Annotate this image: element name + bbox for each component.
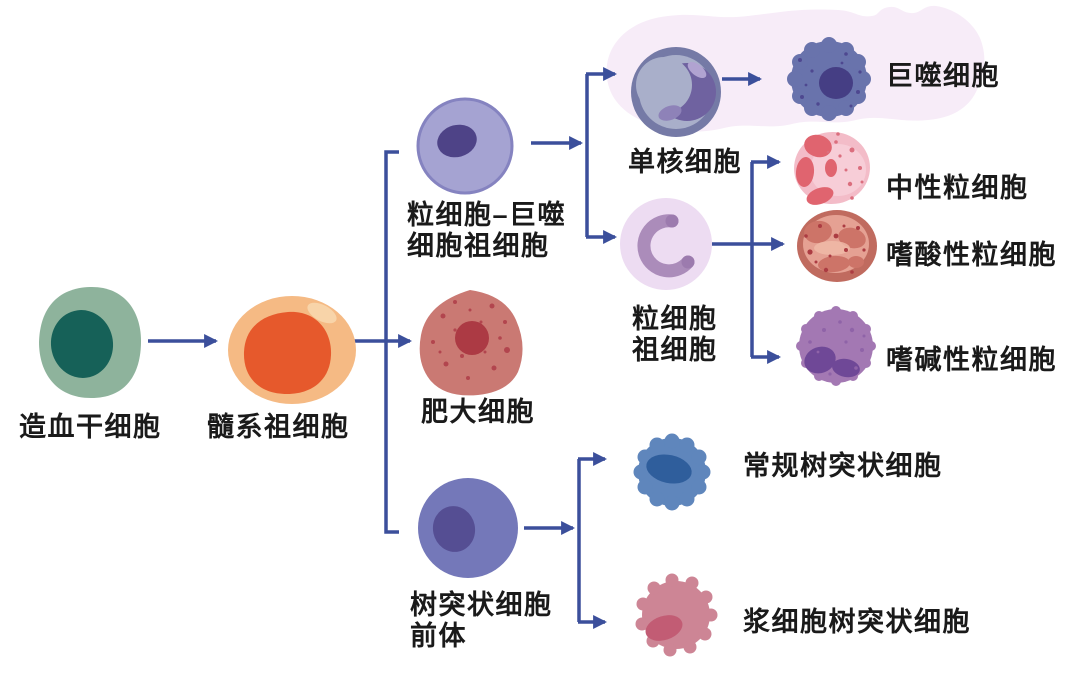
monocyte-cell bbox=[631, 47, 721, 137]
granprog-nucleus-cap-bottom bbox=[681, 255, 695, 269]
dc-precursor-nucleus bbox=[432, 506, 476, 552]
mast-cell-label: 肥大细胞 bbox=[421, 397, 535, 427]
gmp-cell bbox=[416, 97, 514, 195]
gmp-label: 粒细胞–巨噬 细胞祖细胞 bbox=[407, 200, 566, 262]
conventional-dc-cell bbox=[633, 433, 711, 511]
hsc-nucleus bbox=[50, 310, 114, 378]
myeloid-progenitor-cell bbox=[228, 296, 356, 404]
macrophage-cell bbox=[787, 37, 871, 121]
macrophage-body bbox=[787, 37, 871, 121]
eosinophil-label: 嗜酸性粒细胞 bbox=[886, 240, 1057, 270]
granulocyte-progenitor-label-line2: 祖细胞 bbox=[632, 335, 718, 365]
dc-precursor-label-line2: 前体 bbox=[410, 621, 467, 651]
plasmacytoid-dc-cell bbox=[635, 573, 718, 657]
myeloid-highlight bbox=[307, 302, 337, 324]
granprog-nucleus-cap-top bbox=[665, 214, 679, 228]
eosinophil-cell bbox=[797, 210, 877, 282]
eosinophil-patches bbox=[804, 220, 866, 273]
eosinophil-granules bbox=[804, 224, 866, 274]
neutrophil-granules bbox=[826, 132, 864, 200]
neutrophil-label: 中性粒细胞 bbox=[886, 173, 1029, 203]
monocyte-nucleus-highlight bbox=[687, 61, 707, 79]
monocyte-nucleus-tail bbox=[658, 105, 682, 121]
cdc-body bbox=[633, 433, 711, 511]
gmp-label-line1: 粒细胞–巨噬 bbox=[407, 200, 567, 230]
hsc-label: 造血干细胞 bbox=[19, 412, 162, 442]
mast-granules bbox=[431, 300, 510, 380]
monocyte-label: 单核细胞 bbox=[628, 147, 742, 177]
granprog-nucleus bbox=[637, 214, 695, 278]
conventional-dc-label: 常规树突状细胞 bbox=[743, 451, 943, 481]
macrophage-nucleus bbox=[819, 67, 853, 99]
cdc-nucleus bbox=[646, 454, 692, 484]
basophil-granules bbox=[808, 320, 866, 376]
pdc-nucleus bbox=[645, 615, 683, 641]
eosinophil-light-band bbox=[814, 241, 850, 255]
myeloid-progenitor-label: 髓系祖细胞 bbox=[207, 412, 350, 442]
plasmacytoid-dc-label: 浆细胞树突状细胞 bbox=[743, 607, 971, 637]
granulocyte-progenitor-label: 粒细胞 祖细胞 bbox=[632, 304, 718, 366]
basophil-cell bbox=[796, 306, 876, 386]
macrophage-label: 巨噬细胞 bbox=[886, 61, 1000, 91]
dc-precursor-label-line1: 树突状细胞 bbox=[410, 590, 553, 620]
neutrophil-cell bbox=[794, 131, 870, 205]
gmp-label-line2: 细胞祖细胞 bbox=[407, 231, 550, 261]
arrow-lines bbox=[148, 67, 786, 629]
neutrophil-nucleus bbox=[795, 134, 837, 205]
basophil-label: 嗜碱性粒细胞 bbox=[886, 345, 1057, 375]
granulocyte-progenitor-cell bbox=[620, 198, 712, 290]
basophil-body bbox=[796, 306, 876, 386]
mast-nucleus bbox=[455, 321, 489, 355]
neutrophil-inner bbox=[810, 144, 866, 196]
bracket-myeloid-branches bbox=[384, 150, 399, 534]
myeloid-nucleus bbox=[243, 311, 332, 394]
dc-precursor-cell bbox=[418, 478, 518, 578]
basophil-nucleus bbox=[804, 346, 860, 378]
granulocyte-progenitor-label-line1: 粒细胞 bbox=[632, 304, 718, 334]
monocyte-nucleus-carve bbox=[636, 57, 692, 113]
hsc-cell bbox=[39, 286, 141, 398]
mast-cell bbox=[419, 290, 523, 396]
gmp-nucleus bbox=[437, 124, 477, 158]
pdc-body bbox=[635, 573, 718, 657]
macrophage-speckles bbox=[798, 52, 862, 108]
dc-precursor-label: 树突状细胞 前体 bbox=[410, 590, 553, 652]
